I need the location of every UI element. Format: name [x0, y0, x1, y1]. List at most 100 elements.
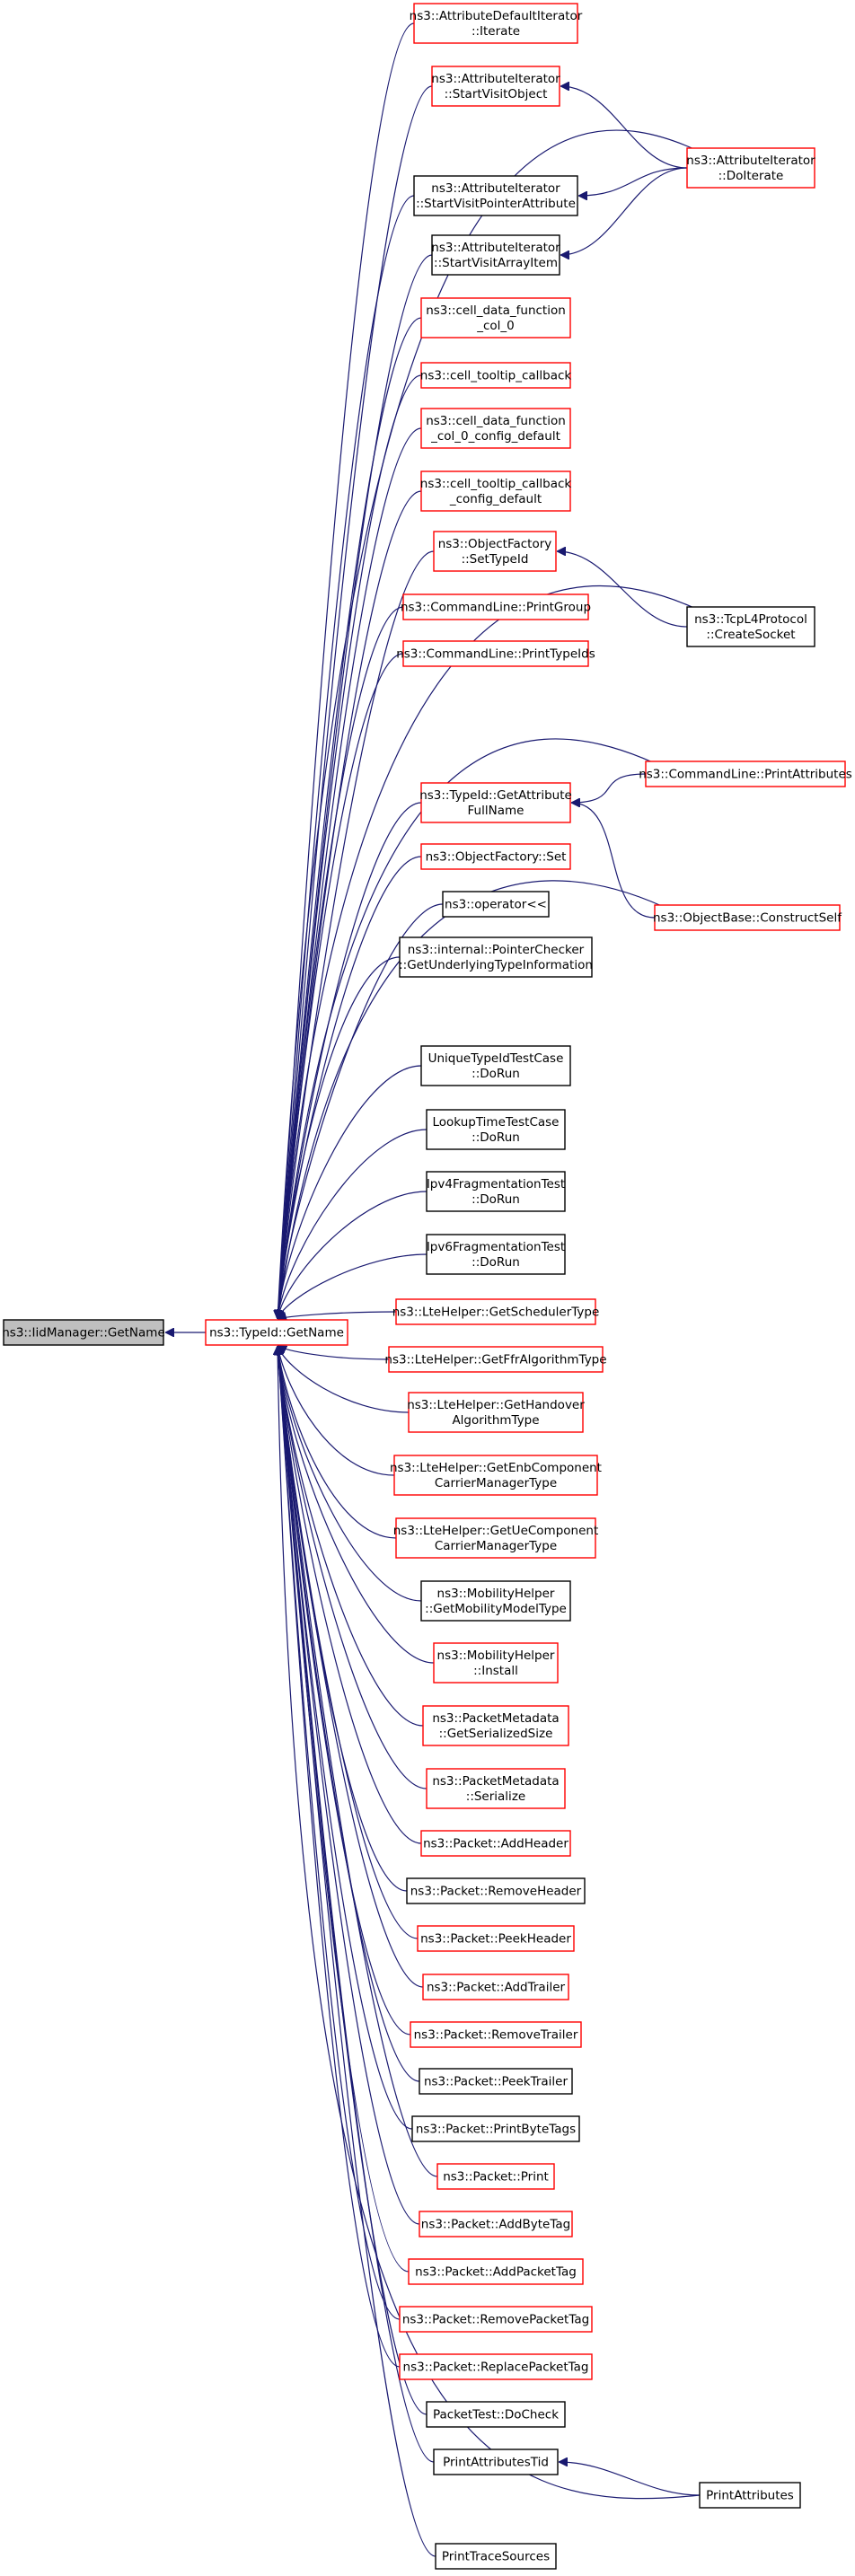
node-box[interactable] [422, 1705, 569, 1746]
node-lte-getschedulertype[interactable]: ns3::LteHelper::GetSchedulerType [392, 1298, 600, 1325]
node-box[interactable] [205, 1319, 348, 1346]
node-printtracesources[interactable]: PrintTraceSources [435, 2543, 557, 2570]
node-pointerchecker[interactable]: ns3::internal::PointerChecker::GetUnderl… [399, 936, 593, 978]
node-box[interactable] [420, 297, 571, 338]
node-box[interactable] [442, 891, 550, 918]
node-cell-tooltip[interactable]: ns3::cell_tooltip_callback [420, 362, 572, 389]
node-cell-data-col0[interactable]: ns3::cell_data_function_col_0 [420, 297, 571, 338]
node-box[interactable] [420, 1830, 571, 1857]
node-box[interactable] [654, 904, 841, 931]
node-box[interactable] [399, 2353, 593, 2380]
node-box[interactable] [686, 147, 815, 189]
node-packet-replacepackettag[interactable]: ns3::Packet::ReplacePacketTag [399, 2353, 593, 2380]
node-lte-getenbcomponent[interactable]: ns3::LteHelper::GetEnbComponentCarrierMa… [390, 1455, 602, 1496]
node-box[interactable] [417, 1925, 575, 1952]
node-packetmetadata-getserializedsize[interactable]: ns3::PacketMetadata::GetSerializedSize [422, 1705, 569, 1746]
node-box[interactable] [395, 1517, 596, 1559]
node-packet-addbytetag[interactable]: ns3::Packet::AddByteTag [419, 2211, 573, 2238]
node-box[interactable] [686, 606, 815, 647]
node-box[interactable] [422, 1974, 569, 2000]
node-box[interactable] [435, 2543, 557, 2570]
node-box[interactable] [408, 2258, 584, 2285]
node-box[interactable] [420, 1045, 571, 1086]
node-box[interactable] [426, 1171, 566, 1212]
node-packet-removepackettag[interactable]: ns3::Packet::RemovePacketTag [399, 2306, 593, 2333]
node-box[interactable] [420, 843, 571, 870]
node-box[interactable] [426, 1234, 566, 1275]
node-ipv6frag-dorun[interactable]: Ipv6FragmentationTest::DoRun [426, 1234, 566, 1275]
node-packet-peektrailer[interactable]: ns3::Packet::PeekTrailer [419, 2068, 573, 2095]
node-box[interactable] [436, 2163, 555, 2190]
node-box[interactable] [645, 760, 846, 787]
node-box[interactable] [420, 362, 571, 389]
node-cmdline-printattributes[interactable]: ns3::CommandLine::PrintAttributes [639, 760, 852, 787]
node-attr-startvisitarray[interactable]: ns3::AttributeIterator::StartVisitArrayI… [431, 234, 560, 276]
node-box[interactable] [413, 175, 578, 216]
node-lte-getuecomponent[interactable]: ns3::LteHelper::GetUeComponentCarrierMan… [393, 1517, 599, 1559]
node-box[interactable] [426, 2401, 566, 2428]
node-box[interactable] [433, 531, 557, 572]
node-box[interactable] [420, 782, 571, 823]
node-packetmetadata-serialize[interactable]: ns3::PacketMetadata::Serialize [426, 1768, 566, 1809]
node-box[interactable] [413, 3, 578, 44]
node-packet-removeheader[interactable]: ns3::Packet::RemoveHeader [406, 1877, 586, 1904]
node-lookuptime-dorun[interactable]: LookupTimeTestCase::DoRun [426, 1109, 566, 1150]
node-box[interactable] [402, 640, 589, 667]
node-packet-removetrailer[interactable]: ns3::Packet::RemoveTrailer [410, 2021, 582, 2048]
node-objectfactory-set[interactable]: ns3::ObjectFactory::Set [420, 843, 571, 870]
node-cell-tooltip-config[interactable]: ns3::cell_tooltip_callback_config_defaul… [420, 470, 572, 512]
node-packet-addheader[interactable]: ns3::Packet::AddHeader [420, 1830, 571, 1857]
node-attr-startvisitobject[interactable]: ns3::AttributeIterator::StartVisitObject [431, 66, 560, 107]
node-tcpl4-createsocket[interactable]: ns3::TcpL4Protocol::CreateSocket [686, 606, 815, 647]
node-box[interactable] [406, 1877, 586, 1904]
node-box[interactable] [399, 2306, 593, 2333]
node-packet-addtrailer[interactable]: ns3::Packet::AddTrailer [422, 1974, 569, 2000]
node-box[interactable] [388, 1346, 604, 1373]
node-packet-peekheader[interactable]: ns3::Packet::PeekHeader [417, 1925, 575, 1952]
node-uniquetypeid-dorun[interactable]: UniqueTypeIdTestCase::DoRun [420, 1045, 571, 1086]
node-attr-doiterate[interactable]: ns3::AttributeIterator::DoIterate [686, 147, 815, 189]
node-box[interactable] [433, 2449, 559, 2475]
node-box[interactable] [411, 2115, 580, 2142]
node-attr-default-iterate[interactable]: ns3::AttributeDefaultIterator::Iterate [410, 3, 583, 44]
node-cmdline-printtypeids[interactable]: ns3::CommandLine::PrintTypeIds [396, 640, 595, 667]
node-box[interactable] [420, 408, 571, 449]
node-box[interactable] [426, 1109, 566, 1150]
node-packettest-docheck[interactable]: PacketTest::DoCheck [426, 2401, 566, 2428]
node-operator-shift[interactable]: ns3::operator<< [442, 891, 550, 918]
node-objectfactory-settypeid[interactable]: ns3::ObjectFactory::SetTypeId [433, 531, 557, 572]
node-box[interactable] [408, 1392, 584, 1433]
node-packet-printbytetags[interactable]: ns3::Packet::PrintByteTags [411, 2115, 580, 2142]
node-box[interactable] [410, 2021, 582, 2048]
node-box[interactable] [433, 1642, 559, 1684]
node-box[interactable] [419, 2068, 573, 2095]
node-typeid-getname[interactable]: ns3::TypeId::GetName [205, 1319, 348, 1346]
node-box[interactable] [699, 2482, 801, 2509]
node-box[interactable] [399, 936, 593, 978]
node-box[interactable] [402, 593, 589, 620]
node-mobility-getmobilitymodeltype[interactable]: ns3::MobilityHelper::GetMobilityModelTyp… [420, 1580, 571, 1622]
node-box[interactable] [419, 2211, 573, 2238]
node-box[interactable] [3, 1319, 164, 1346]
node-box[interactable] [420, 470, 571, 512]
node-ipv4frag-dorun[interactable]: Ipv4FragmentationTest::DoRun [426, 1171, 566, 1212]
node-lte-getffralgorithmtype[interactable]: ns3::LteHelper::GetFfrAlgorithmType [384, 1346, 607, 1373]
node-iid-getname[interactable]: ns3::IidManager::GetName [2, 1319, 165, 1346]
node-packet-addpackettag[interactable]: ns3::Packet::AddPacketTag [408, 2258, 584, 2285]
node-box[interactable] [431, 66, 560, 107]
node-printattributes[interactable]: PrintAttributes [699, 2482, 801, 2509]
node-attr-startvisitpointer[interactable]: ns3::AttributeIterator::StartVisitPointe… [413, 175, 578, 216]
node-printattributestid[interactable]: PrintAttributesTid [433, 2449, 559, 2475]
node-box[interactable] [431, 234, 560, 276]
node-box[interactable] [426, 1768, 566, 1809]
node-box[interactable] [420, 1580, 571, 1622]
node-objectbase-constructself[interactable]: ns3::ObjectBase::ConstructSelf [653, 904, 842, 931]
node-cmdline-printgroup[interactable]: ns3::CommandLine::PrintGroup [401, 593, 591, 620]
node-packet-print[interactable]: ns3::Packet::Print [436, 2163, 555, 2190]
node-box[interactable] [395, 1298, 596, 1325]
node-mobility-install[interactable]: ns3::MobilityHelper::Install [433, 1642, 559, 1684]
node-cell-data-col0-config[interactable]: ns3::cell_data_function_col_0_config_def… [420, 408, 571, 449]
node-box[interactable] [393, 1455, 598, 1496]
